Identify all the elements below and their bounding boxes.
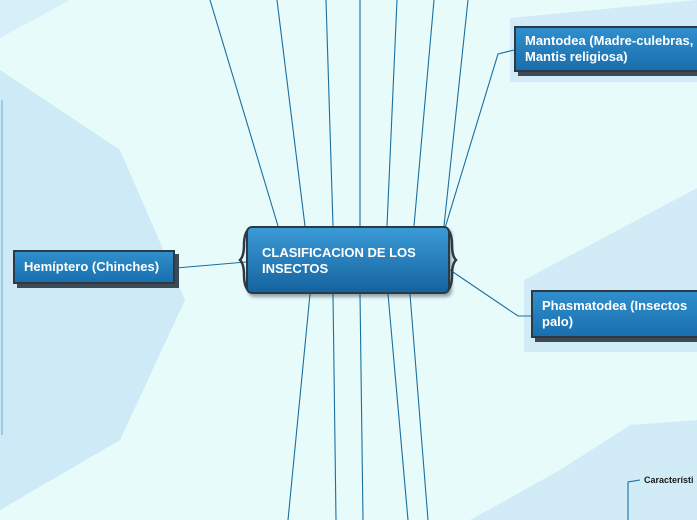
central-topic-title: CLASIFICACION DE LOS INSECTOS bbox=[262, 245, 416, 276]
region-left bbox=[0, 70, 185, 510]
connector-bottom-1 bbox=[287, 293, 311, 520]
connector-top-7 bbox=[443, 0, 469, 227]
region-top-left bbox=[0, 0, 70, 38]
connector-bottom-4 bbox=[387, 293, 409, 520]
region-bottom-right bbox=[470, 420, 697, 520]
node-hemiptero[interactable]: Hemíptero (Chinches) bbox=[13, 250, 175, 284]
node-phasmatodea-label: Phasmatodea (Insectos palo) bbox=[542, 298, 688, 329]
connector-mantodea bbox=[444, 49, 515, 229]
node-mantodea-label: Mantodea (Madre-culebras, Mantis religio… bbox=[525, 33, 694, 64]
node-mantodea[interactable]: Mantodea (Madre-culebras, Mantis religio… bbox=[514, 26, 697, 72]
connector-bottom-2 bbox=[332, 293, 337, 520]
connector-top-3 bbox=[325, 0, 334, 227]
connector-top-2 bbox=[276, 0, 306, 227]
connector-bottom-3 bbox=[359, 293, 364, 520]
subtopic-caracteristicas-label: Característi bbox=[644, 475, 694, 485]
connector-top-6 bbox=[413, 0, 435, 227]
node-phasmatodea[interactable]: Phasmatodea (Insectos palo) bbox=[531, 290, 697, 338]
node-hemiptero-label: Hemíptero (Chinches) bbox=[24, 259, 160, 274]
central-left-brace bbox=[238, 226, 251, 294]
connector-hemiptero bbox=[175, 261, 247, 269]
connector-bottom-5 bbox=[409, 293, 429, 520]
connector-phasmatodea bbox=[449, 269, 531, 317]
connector-top-5 bbox=[386, 0, 398, 227]
central-right-brace bbox=[445, 226, 458, 294]
connector-top-1 bbox=[209, 0, 279, 227]
subtopic-caracteristicas[interactable]: Característi bbox=[644, 475, 694, 485]
central-topic[interactable]: CLASIFICACION DE LOS INSECTOS bbox=[246, 226, 450, 294]
connector-caracteristicas bbox=[627, 479, 641, 520]
